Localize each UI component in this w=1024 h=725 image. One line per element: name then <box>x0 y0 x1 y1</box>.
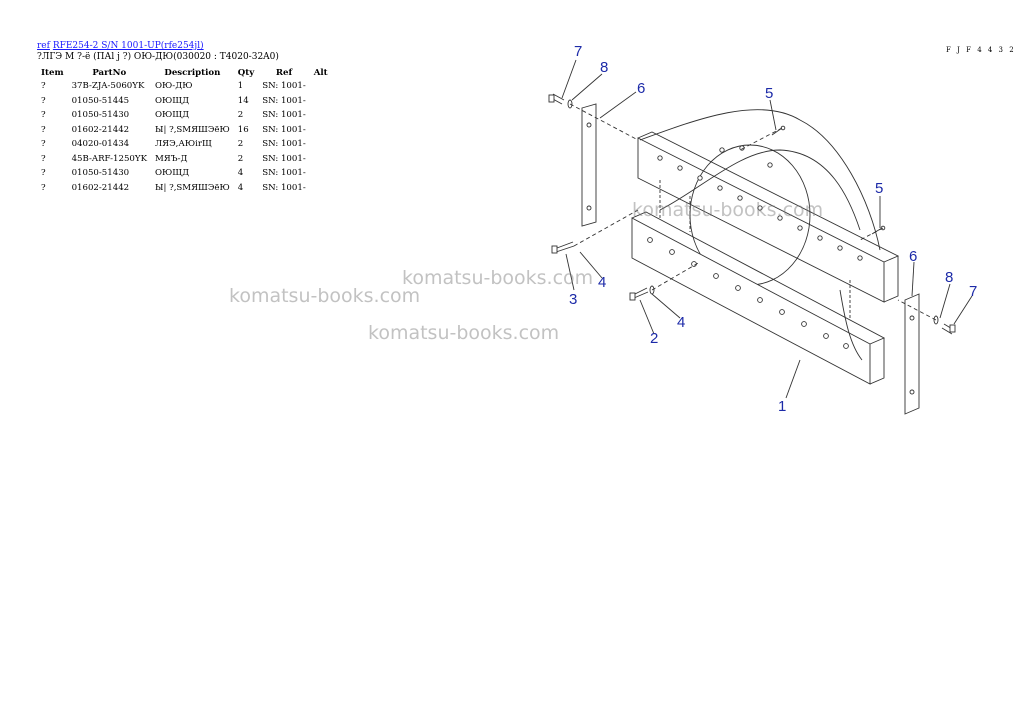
cell-item: ? <box>41 182 46 193</box>
cell-item: ? <box>41 153 46 164</box>
cell-description: ОЮЩД <box>155 110 190 121</box>
cell-item: ? <box>41 110 46 121</box>
callout-6-left: 6 <box>637 80 645 97</box>
col-qty: Qty <box>237 67 255 78</box>
watermark: komatsu-books.com <box>632 199 824 221</box>
watermark: komatsu-books.com <box>229 285 421 307</box>
lower-holes <box>647 237 849 349</box>
table-row: ? 01602-21442 Ы| ?,SМЯШЭёЮ 4 SN: 1001- <box>37 181 332 196</box>
cell-qty: 14 <box>237 95 249 106</box>
callout-6-right: 6 <box>909 248 917 265</box>
callout-8-left: 8 <box>600 59 608 76</box>
cell-qty: 4 <box>237 168 244 179</box>
callout-4-left: 4 <box>598 274 606 291</box>
callout-3: 3 <box>569 291 577 308</box>
cell-qty: 2 <box>237 110 244 121</box>
table-row: ? 01050-51445 ОЮЩД 14 SN: 1001- <box>37 94 332 109</box>
callout-8-right: 8 <box>945 269 953 286</box>
col-partno: PartNo <box>92 67 127 78</box>
cell-part-no: 37B-ZJA-5060YK <box>71 81 145 92</box>
lower-plate <box>631 211 886 385</box>
table-row: ? 04020-01434 ЛЯЭ,АЮirЩ 2 SN: 1001- <box>37 137 332 152</box>
cell-description: ОЮЩД <box>155 95 190 106</box>
cell-ref: SN: 1001- <box>262 182 306 193</box>
side-plate-right <box>904 293 920 415</box>
callout-7-left: 7 <box>574 43 582 60</box>
parts-table: Item PartNo Description Qty Ref Alt ? 37… <box>37 66 332 195</box>
cell-part-no: 01050-51445 <box>71 95 130 106</box>
diagram-code: F J F 4 4 3 2 <box>946 46 1016 54</box>
cell-description: МЯЪ-Д <box>155 153 188 164</box>
table-row: ? 37B-ZJA-5060YK ОЮ-ДЮ 1 SN: 1001- <box>37 79 332 94</box>
cell-ref: SN: 1001- <box>262 139 306 150</box>
col-ref: Ref <box>275 67 293 78</box>
assembly-lines <box>569 103 937 321</box>
cell-item: ? <box>41 81 46 92</box>
table-row: ? 01050-51430 ОЮЩД 4 SN: 1001- <box>37 166 332 181</box>
model-link[interactable]: RFE254-2 S/N 1001-UP(rfe254jl) <box>52 41 204 51</box>
cell-part-no: 01050-51430 <box>71 168 130 179</box>
col-description: Description <box>164 67 221 78</box>
cell-qty: 16 <box>237 124 249 135</box>
callouts: 7 8 6 5 5 6 8 7 3 4 4 2 1 <box>569 43 977 415</box>
callout-7-right: 7 <box>969 283 977 300</box>
callout-5-right: 5 <box>875 180 883 197</box>
cell-item: ? <box>41 95 46 106</box>
cell-ref: SN: 1001- <box>262 168 306 179</box>
cell-part-no: 01602-21442 <box>71 124 130 135</box>
cell-description: Ы| ?,SМЯШЭёЮ <box>155 124 230 135</box>
cell-ref: SN: 1001- <box>262 124 306 135</box>
cell-part-no: 45B-ARF-1250YK <box>71 153 147 164</box>
cell-description: ЛЯЭ,АЮirЩ <box>155 139 212 150</box>
cell-item: ? <box>41 168 46 179</box>
cell-description: ОЮЩД <box>155 168 190 179</box>
cell-item: ? <box>41 139 46 150</box>
table-row: ? 45B-ARF-1250YK МЯЪ-Д 2 SN: 1001- <box>37 152 332 167</box>
cell-qty: 4 <box>237 182 244 193</box>
leader-lines <box>561 59 973 399</box>
col-item: Item <box>41 67 64 78</box>
table-header-row: Item PartNo Description Qty Ref Alt <box>37 66 332 79</box>
callout-5-top: 5 <box>765 85 773 102</box>
watermark: komatsu-books.com <box>368 322 560 344</box>
cell-part-no: 04020-01434 <box>71 139 130 150</box>
callout-2: 2 <box>650 330 658 347</box>
page-subtitle: ?ЛГЭ М ?-ё (ПАl j ?) ОЮ-ДЮ(030020 : T402… <box>37 52 279 62</box>
cell-ref: SN: 1001- <box>262 110 306 121</box>
cell-part-no: 01050-51430 <box>71 110 130 121</box>
cell-item: ? <box>41 124 46 135</box>
cell-qty: 1 <box>237 81 244 92</box>
cell-qty: 2 <box>237 153 244 164</box>
cell-qty: 2 <box>237 139 244 150</box>
callout-1: 1 <box>778 398 786 415</box>
watermark: komatsu-books.com <box>402 267 594 289</box>
callout-4-right: 4 <box>677 314 685 331</box>
cell-description: Ы| ?,SМЯШЭёЮ <box>155 182 230 193</box>
cell-part-no: 01602-21442 <box>71 182 130 193</box>
ref-link[interactable]: ref <box>37 41 50 51</box>
cell-ref: SN: 1001- <box>262 81 306 92</box>
table-row: ? 01602-21442 Ы| ?,SМЯШЭёЮ 16 SN: 1001- <box>37 123 332 138</box>
header: ref RFE254-2 S/N 1001-UP(rfe254jl) <box>37 40 204 52</box>
cell-ref: SN: 1001- <box>262 153 306 164</box>
side-plate-left <box>581 103 597 227</box>
cell-ref: SN: 1001- <box>262 95 306 106</box>
cell-description: ОЮ-ДЮ <box>155 81 193 92</box>
col-alt: Alt <box>313 67 328 78</box>
upper-holes <box>657 145 863 261</box>
table-row: ? 01050-51430 ОЮЩД 2 SN: 1001- <box>37 108 332 123</box>
